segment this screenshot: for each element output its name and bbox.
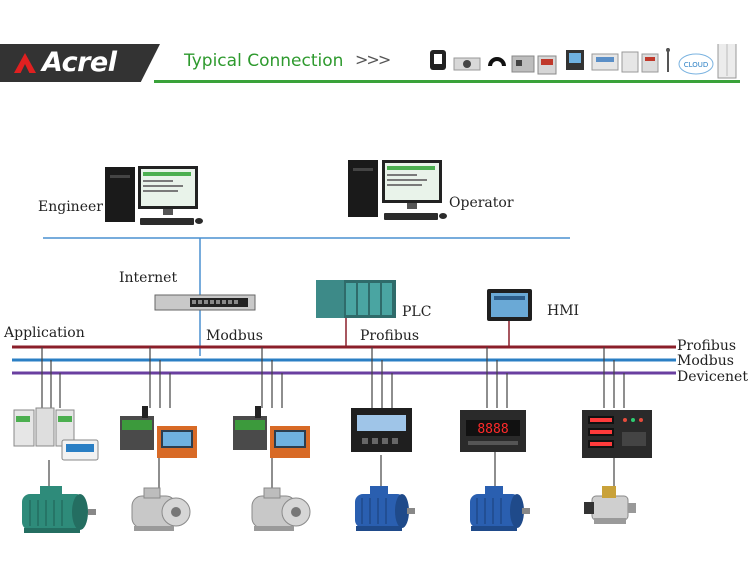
module-icon	[511, 55, 535, 73]
cabinet-icon	[717, 44, 737, 79]
plc-label: PLC	[402, 304, 432, 320]
hmi-label: HMI	[547, 303, 580, 319]
network-switch-icon	[154, 294, 256, 311]
compact-motor-icon	[584, 486, 636, 524]
hmi-panel-icon	[487, 289, 532, 321]
page-title: Typical Connection	[184, 51, 344, 71]
chevron-right-icon: >>>	[355, 50, 391, 69]
ct-sensor-icon	[453, 57, 481, 71]
header-banner: Acrel Typical Connection >>> CLOUD	[0, 44, 750, 83]
split-core-icon	[488, 57, 506, 66]
lcd-meter-icon	[351, 408, 412, 452]
gateway-icon	[641, 53, 659, 73]
modbus-mid-label: Modbus	[206, 328, 263, 344]
internet-label: Internet	[119, 270, 178, 286]
motor-drops	[48, 452, 615, 488]
multi-display-meter-icon	[582, 410, 652, 458]
ct-clamp-icon	[430, 50, 446, 70]
energy-meter-icon	[537, 55, 557, 75]
application-label: Application	[4, 325, 85, 341]
product-thumbnails: CLOUD	[430, 44, 737, 79]
modbus-bus-label: Modbus	[677, 353, 734, 369]
din-meter-icon	[621, 51, 639, 73]
cloud-icon: CLOUD	[678, 53, 714, 75]
protector-module-group-icon	[13, 407, 99, 461]
engineer-workstation-icon	[105, 166, 203, 225]
brand-name: Acrel	[42, 47, 117, 78]
led-meter-icon: 8888	[460, 410, 526, 452]
plc-rack-icon	[316, 280, 396, 318]
operator-label: Operator	[449, 195, 514, 211]
profibus-mid-label: Profibus	[360, 328, 420, 344]
blue-motor-icon	[470, 486, 530, 531]
brand-block: Acrel	[0, 44, 160, 82]
panel-meter-icon	[566, 50, 584, 70]
device-drops	[41, 347, 625, 408]
operator-workstation-icon	[348, 160, 447, 220]
green-motor-icon	[22, 486, 96, 533]
profibus-bus-label: Profibus	[677, 338, 737, 354]
header-green-rule	[154, 80, 740, 83]
blue-motor-icon	[355, 486, 415, 531]
svg-text:CLOUD: CLOUD	[684, 61, 709, 69]
antenna-icon	[666, 48, 670, 72]
devicenet-bus-label: Devicenet	[677, 369, 748, 385]
silver-motor-icon	[131, 487, 191, 531]
engineer-label: Engineer	[38, 199, 103, 215]
svg-text:8888: 8888	[477, 422, 508, 437]
motor-protector-relay-icon	[120, 406, 197, 458]
silver-motor-icon	[251, 487, 311, 531]
motor-protector-relay-icon	[233, 406, 310, 458]
din-meter-icon	[591, 53, 619, 71]
